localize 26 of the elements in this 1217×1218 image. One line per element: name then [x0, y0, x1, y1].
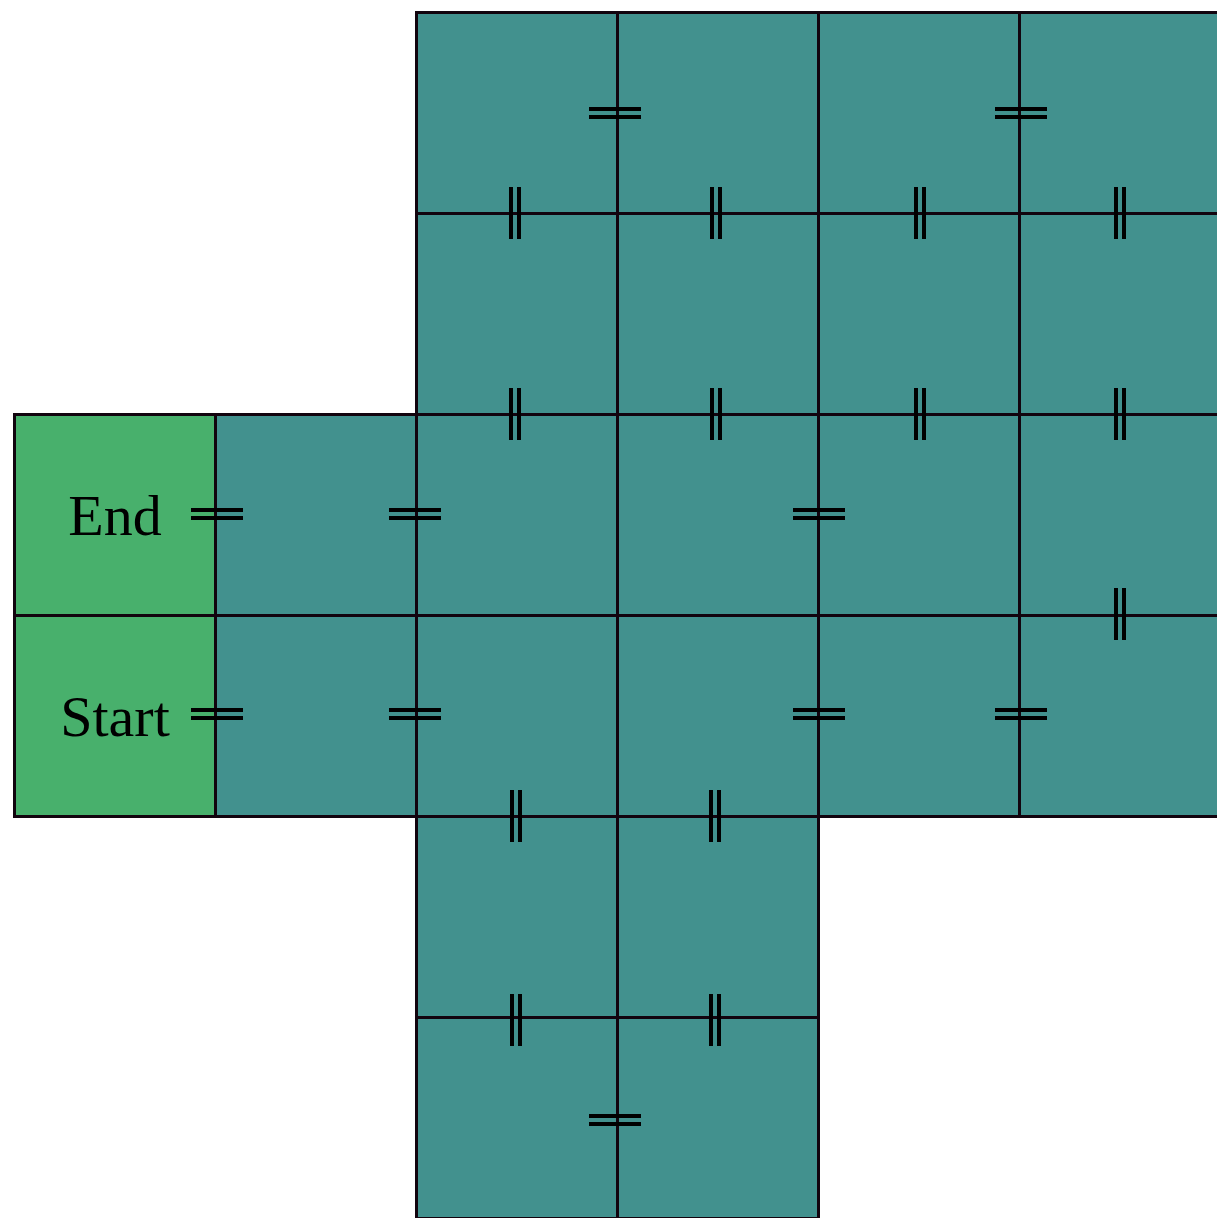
grid-cell	[214, 413, 418, 617]
grid-cell	[415, 1016, 619, 1218]
cell-label: End	[68, 481, 162, 549]
grid-cell	[1018, 614, 1217, 818]
grid-cell	[214, 614, 418, 818]
grid-cell	[13, 413, 217, 617]
cell-label: Start	[60, 682, 170, 750]
grid-cell	[415, 614, 619, 818]
grid-cell	[1018, 413, 1217, 617]
grid-cell	[1018, 212, 1217, 416]
grid-cell	[817, 614, 1021, 818]
grid-cell	[616, 1016, 820, 1218]
grid-cell	[616, 614, 820, 818]
grid-cell	[817, 11, 1021, 215]
grid-cell	[1018, 11, 1217, 215]
grid-cell	[817, 413, 1021, 617]
grid-cell	[616, 413, 820, 617]
grid-cell	[415, 815, 619, 1019]
grid-cell	[13, 614, 217, 818]
grid-cell	[616, 815, 820, 1019]
grid-cell	[817, 212, 1021, 416]
grid-cell	[415, 212, 619, 416]
grid-cell	[616, 11, 820, 215]
grid-cell	[415, 11, 619, 215]
grid-cell	[616, 212, 820, 416]
grid-cell	[415, 413, 619, 617]
